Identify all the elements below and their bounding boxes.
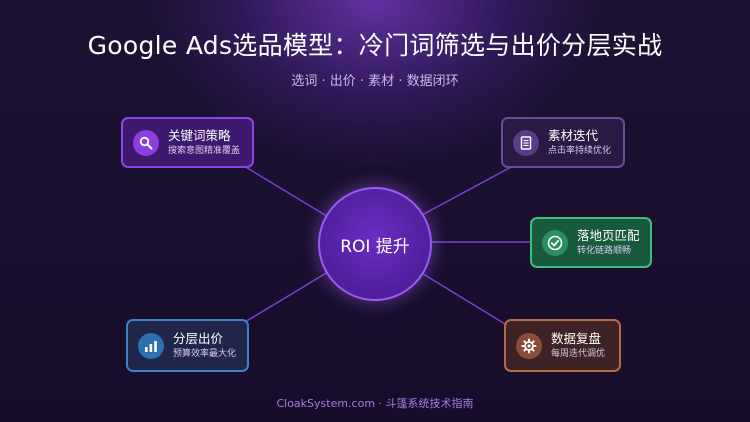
node-data-title: 数据复盘 bbox=[551, 330, 602, 346]
node-landing-desc: 转化链路顺畅 bbox=[577, 245, 632, 256]
connector-keyword bbox=[238, 162, 331, 219]
node-landing-title: 落地页匹配 bbox=[577, 227, 640, 243]
node-data-desc: 每周迭代调优 bbox=[551, 348, 606, 359]
node-data-review: 数据复盘 每周迭代调优 bbox=[504, 319, 621, 372]
connector-data bbox=[419, 271, 506, 325]
bar-chart-icon bbox=[138, 332, 164, 359]
roi-hub: ROI 提升 bbox=[318, 187, 432, 301]
connector-bidding bbox=[239, 271, 329, 326]
node-bidding-title: 分层出价 bbox=[173, 330, 224, 346]
document-icon bbox=[513, 129, 539, 156]
node-creative-title: 素材迭代 bbox=[548, 127, 599, 143]
node-tiered-bidding: 分层出价 预算效率最大化 bbox=[126, 319, 249, 372]
node-creative-iteration: 素材迭代 点击率持续优化 bbox=[501, 117, 625, 168]
node-keyword-title: 关键词策略 bbox=[168, 127, 231, 143]
hub-label: ROI 提升 bbox=[340, 236, 410, 257]
node-keyword-desc: 搜索意图精准覆盖 bbox=[168, 145, 241, 156]
gear-icon bbox=[516, 332, 542, 359]
page-subtitle: 选词 · 出价 · 素材 · 数据闭环 bbox=[291, 74, 459, 89]
check-circle-icon bbox=[542, 229, 568, 256]
node-landing-page: 落地页匹配 转化链路顺畅 bbox=[530, 217, 652, 268]
footer-credit[interactable]: CloakSystem.com · 斗篷系统技术指南 bbox=[276, 397, 474, 410]
node-bidding-desc: 预算效率最大化 bbox=[173, 348, 237, 359]
magnifier-icon bbox=[133, 129, 159, 156]
page-title: Google Ads选品模型：冷门词筛选与出价分层实战 bbox=[87, 31, 663, 60]
node-creative-desc: 点击率持续优化 bbox=[548, 145, 612, 156]
connector-creative bbox=[421, 165, 514, 216]
node-keyword-strategy: 关键词策略 搜索意图精准覆盖 bbox=[121, 117, 254, 168]
